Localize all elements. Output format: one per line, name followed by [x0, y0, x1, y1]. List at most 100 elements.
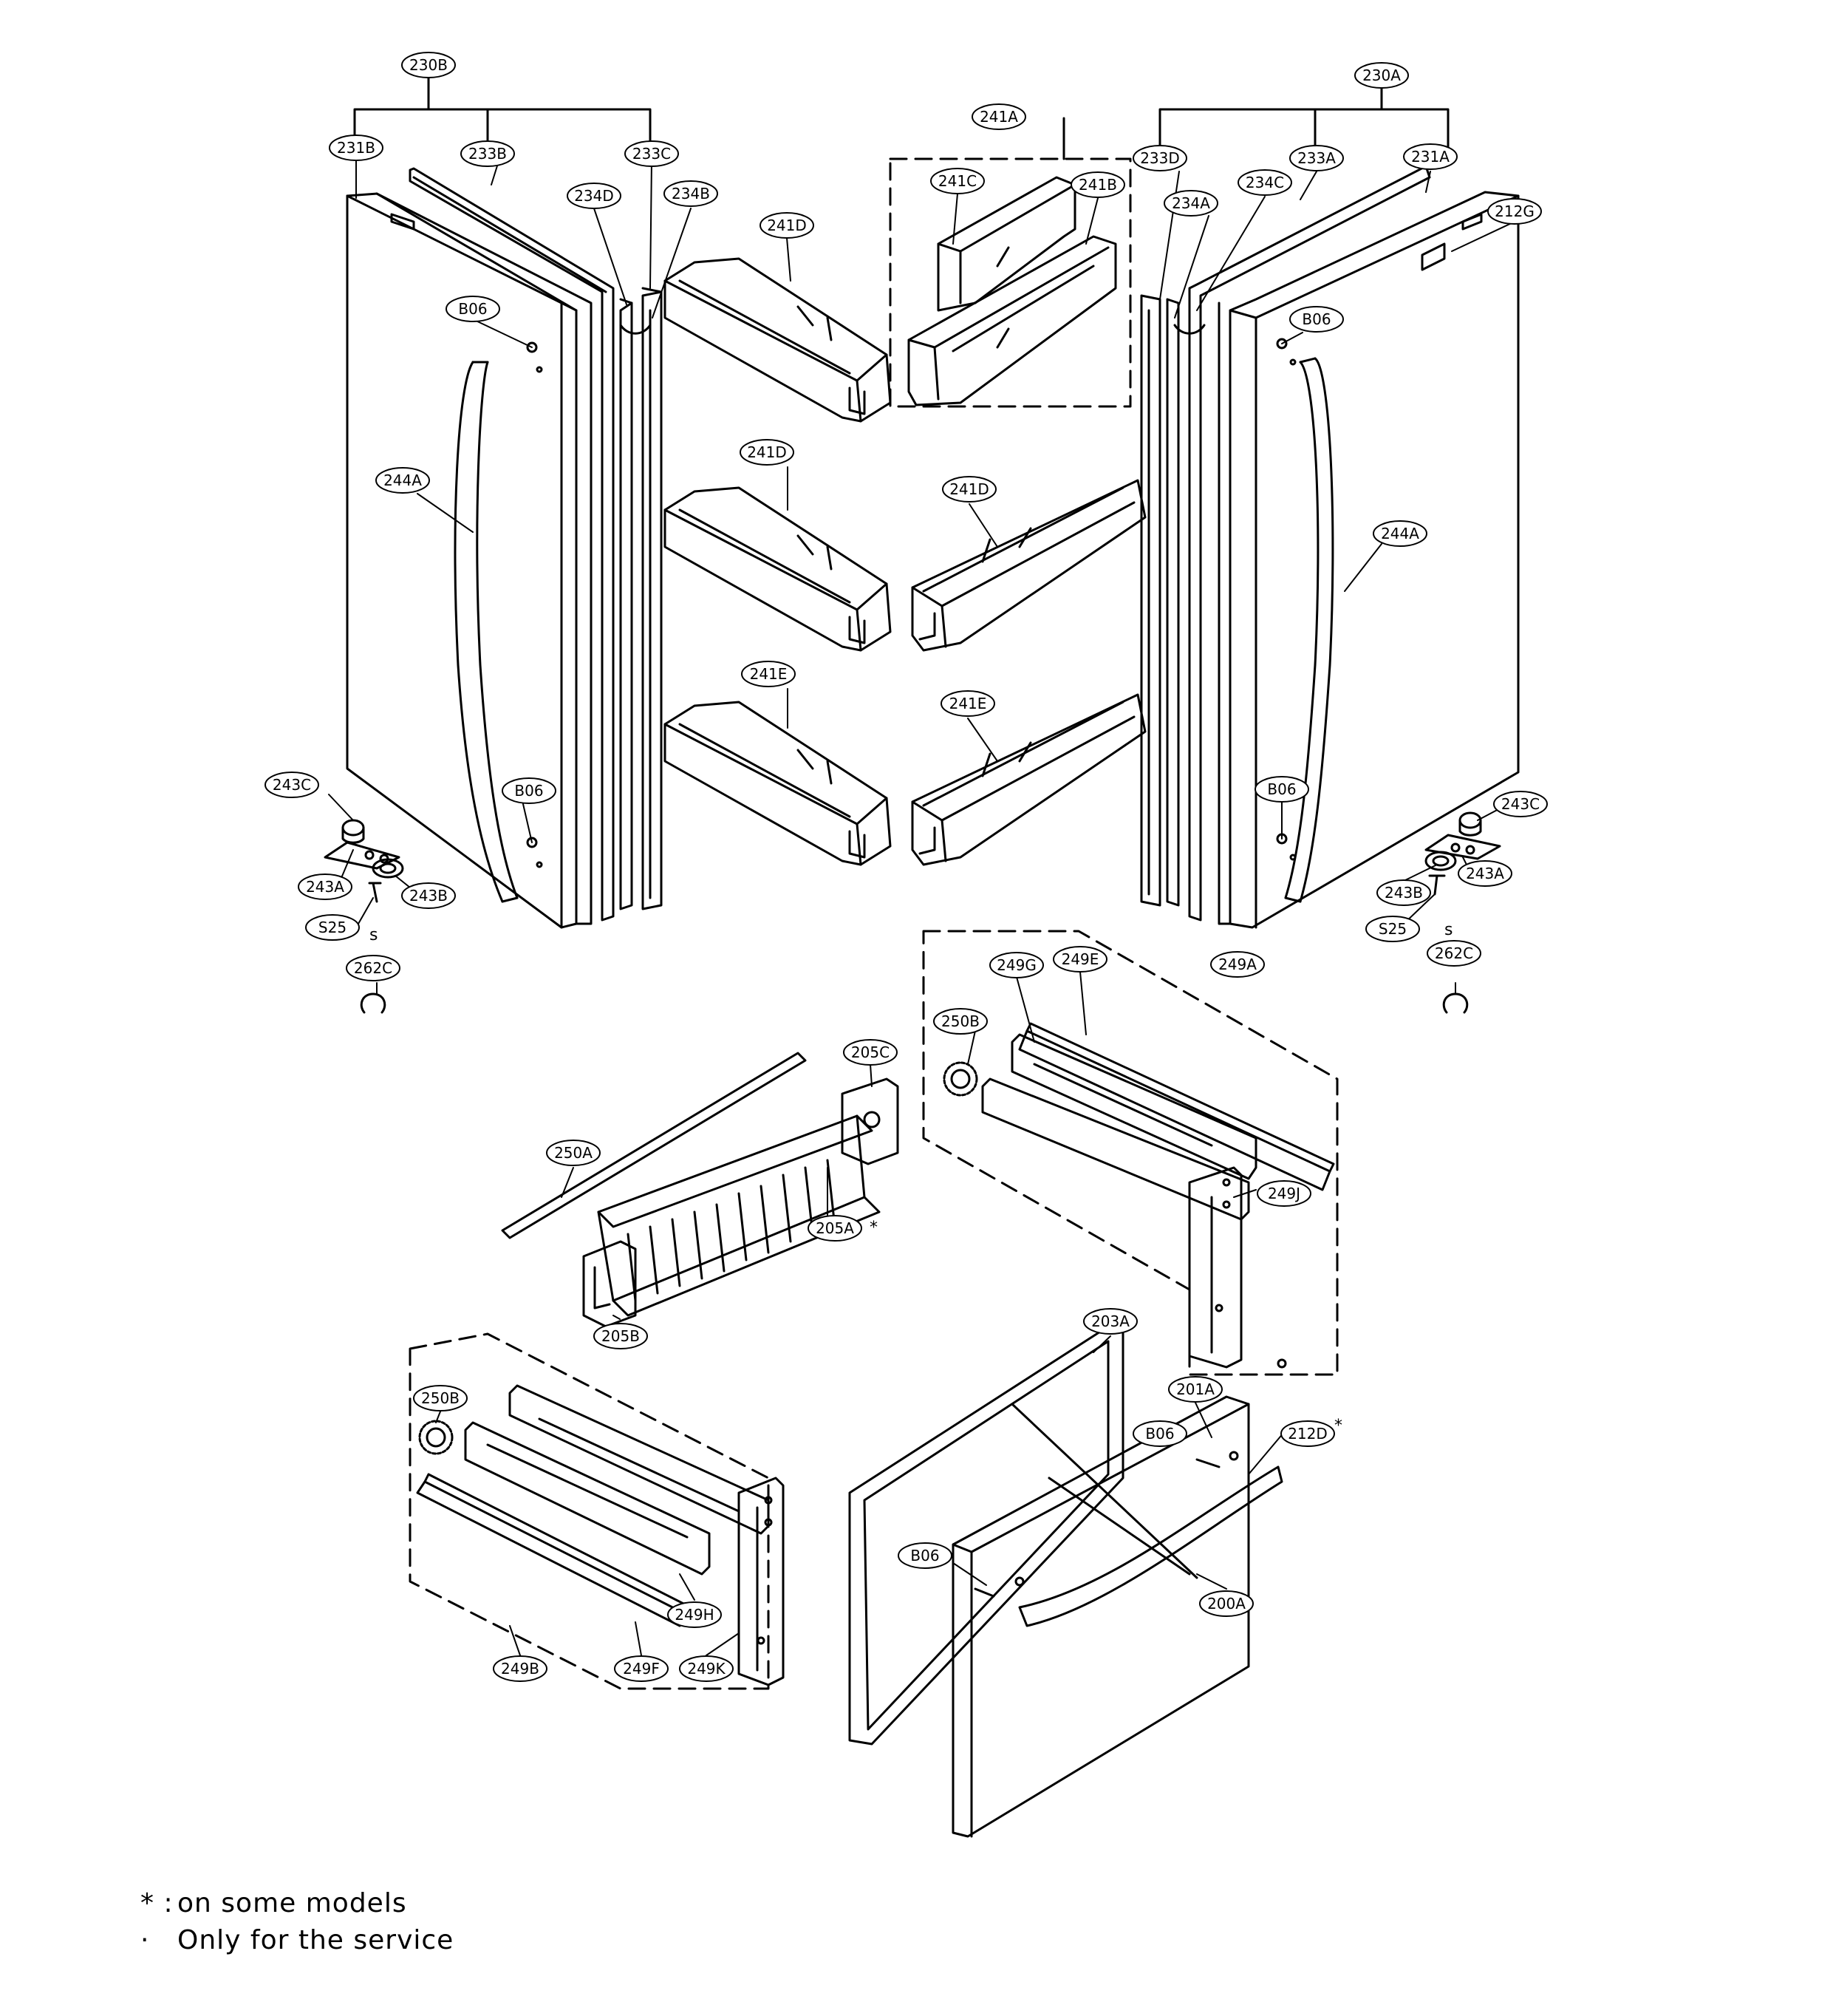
callout-oval	[942, 476, 997, 503]
callout-243a-r: 243A	[1458, 860, 1512, 887]
right-rail-assembly	[922, 930, 1339, 1376]
callout-text: 241C	[938, 172, 977, 190]
legend-symbol-dot: ·	[140, 1925, 150, 1955]
callout-231b: 231B	[329, 134, 383, 161]
callout-text: 230A	[1362, 67, 1401, 84]
callout-oval	[413, 1385, 468, 1411]
callout-206-b2: B06	[898, 1542, 952, 1569]
callout-text: 249K	[687, 1660, 726, 1678]
callout-text: 250B	[421, 1389, 460, 1407]
callout-text: 241B	[1079, 176, 1117, 194]
legend-text-some-models: on some models	[177, 1888, 407, 1918]
door-bins	[663, 117, 1147, 866]
callout-text: 241D	[949, 480, 989, 498]
callout-234a: 234A	[1164, 190, 1218, 217]
callout-206-r: B06	[1289, 306, 1344, 333]
callout-oval	[401, 882, 456, 909]
callout-text: B06	[514, 782, 543, 800]
callout-oval	[1133, 1420, 1187, 1447]
callout-249b: 249B	[493, 1655, 547, 1682]
callout-text: 234D	[574, 187, 614, 205]
mark-star-205a: *	[870, 1219, 878, 1237]
callout-205b: 205B	[593, 1323, 648, 1349]
callout-oval	[741, 661, 796, 687]
callout-oval	[1257, 1180, 1311, 1207]
callout-text: 233D	[1140, 149, 1180, 167]
callout-text: 233C	[632, 145, 671, 163]
callout-text: B06	[1145, 1425, 1174, 1443]
callout-231a: 231A	[1403, 143, 1458, 170]
callout-oval	[1487, 198, 1542, 225]
callout-oval	[1133, 145, 1187, 171]
callout-text: 243B	[1385, 884, 1423, 902]
callout-249k: 249K	[679, 1655, 734, 1682]
callout-243a-l: 243A	[298, 874, 352, 900]
callout-250a: 250A	[546, 1140, 601, 1166]
callout-oval	[760, 212, 814, 239]
callout-text: 205C	[851, 1043, 890, 1061]
callout-oval	[989, 952, 1044, 978]
callout-oval	[1083, 1308, 1138, 1335]
callout-250b-2: 250B	[413, 1385, 468, 1411]
callout-text: 241E	[949, 695, 987, 712]
callout-525-l: S25	[305, 914, 360, 941]
callout-206-l: B06	[446, 296, 500, 322]
callout-oval	[1376, 879, 1431, 906]
legend-text-service: Only for the service	[177, 1925, 454, 1955]
callout-text: 241A	[980, 108, 1018, 126]
callout-oval	[401, 52, 456, 78]
callout-oval	[1053, 946, 1107, 973]
callout-oval	[346, 955, 400, 981]
callout-oval	[1493, 791, 1548, 817]
callout-oval	[1354, 62, 1409, 89]
callout-243c-r: 243C	[1493, 791, 1548, 817]
callout-233c: 233C	[624, 140, 679, 167]
callout-oval	[329, 134, 383, 161]
callout-243b-l: 243B	[401, 882, 456, 909]
callout-212g: 212G	[1487, 198, 1542, 225]
callout-250b-1: 250B	[933, 1008, 988, 1035]
callout-text: 201A	[1176, 1380, 1215, 1398]
callout-525-r: S25	[1365, 916, 1420, 942]
callout-244a-l: 244A	[375, 467, 430, 494]
callout-oval	[493, 1655, 547, 1682]
callout-text: 249J	[1268, 1185, 1300, 1202]
callout-234b: 234B	[663, 180, 718, 207]
callout-oval	[624, 140, 679, 167]
left-door-assembly	[324, 69, 663, 1014]
callout-text: 231B	[337, 139, 375, 157]
callout-oval	[1365, 916, 1420, 942]
callout-text: 249H	[675, 1606, 714, 1624]
callout-212d: 212D	[1280, 1420, 1335, 1447]
callout-text: 243A	[306, 878, 344, 896]
legend-symbol-asterisk: * :	[140, 1888, 174, 1918]
callout-241c: 241C	[930, 168, 985, 194]
callout-241d-3: 241D	[942, 476, 997, 503]
callout-200a: 200A	[1199, 1590, 1254, 1617]
callout-text: 249A	[1218, 956, 1257, 973]
callout-text: B06	[458, 300, 487, 318]
callout-text: 212G	[1495, 202, 1535, 220]
callout-oval	[567, 183, 621, 209]
callout-233a: 233A	[1289, 145, 1344, 171]
callout-text: 243C	[273, 776, 311, 794]
callout-201a: 201A	[1168, 1376, 1223, 1403]
callout-234c: 234C	[1238, 169, 1292, 196]
callout-234d: 234D	[567, 183, 621, 209]
callout-241e-2: 241E	[941, 690, 995, 717]
callout-text: 249F	[623, 1660, 660, 1678]
callout-oval	[305, 914, 360, 941]
callout-oval	[502, 777, 556, 804]
callout-text: B06	[1302, 310, 1331, 328]
leader-lines	[328, 118, 1515, 1656]
callout-oval	[614, 1655, 669, 1682]
callout-text: 241D	[747, 443, 787, 461]
freezer-basket-assembly	[501, 1052, 899, 1328]
callout-text: 243A	[1466, 865, 1504, 882]
callout-oval	[375, 467, 430, 494]
callout-243b-r: 243B	[1376, 879, 1431, 906]
callout-oval	[930, 168, 985, 194]
callout-241b: 241B	[1071, 171, 1125, 198]
